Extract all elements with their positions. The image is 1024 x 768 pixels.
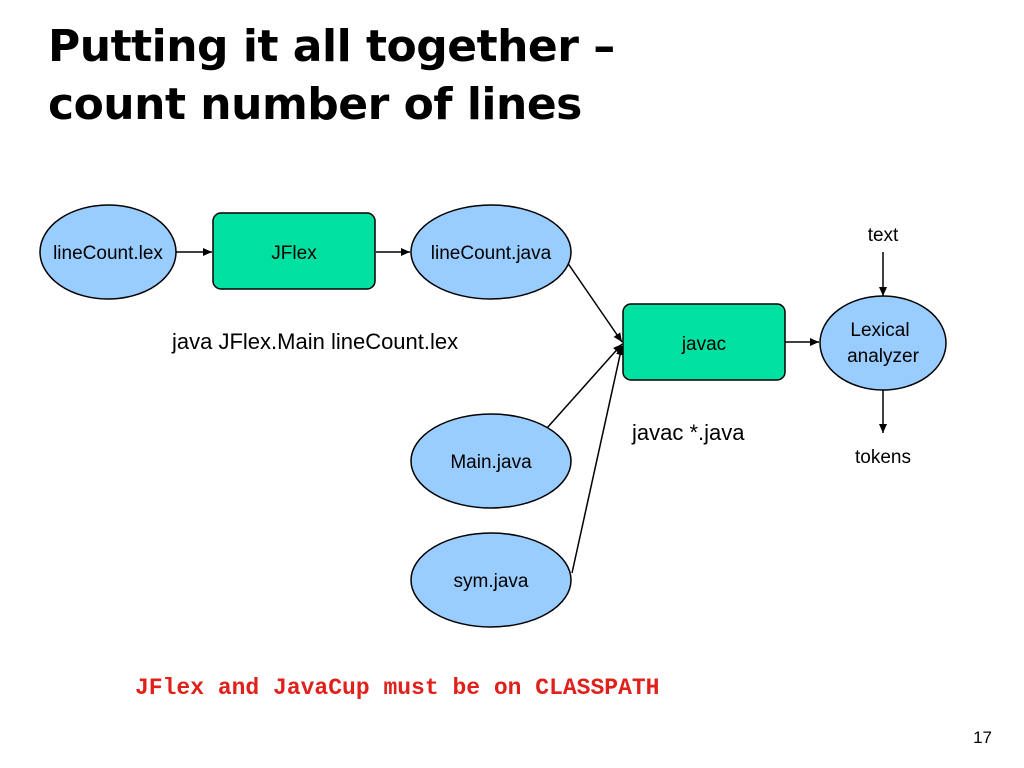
node-lexical-analyzer: Lexical analyzer xyxy=(819,295,947,391)
slide-title-line-1: Putting it all together – xyxy=(48,21,615,72)
node-linecount-lex-label: lineCount.lex xyxy=(53,243,163,264)
input-text-label: text xyxy=(868,225,899,246)
node-jflex-label: JFlex xyxy=(271,243,317,264)
slide-title: Putting it all together – count number o… xyxy=(48,18,615,134)
node-linecount-lex: lineCount.lex xyxy=(39,204,177,300)
node-jflex: JFlex xyxy=(212,212,376,290)
node-main-java-label: Main.java xyxy=(450,452,532,473)
node-sym-java-label: sym.java xyxy=(454,571,529,592)
diagram-edges xyxy=(176,248,887,574)
edge-linecount-java-to-javac xyxy=(566,261,623,343)
slide-title-line-2: count number of lines xyxy=(48,79,582,130)
edge-sym-java-to-javac xyxy=(571,345,624,574)
node-lexical-analyzer-line-1: Lexical xyxy=(850,320,909,341)
node-javac: javac xyxy=(622,303,786,381)
node-lexical-analyzer-line-2: analyzer xyxy=(847,346,919,367)
jflex-command: java JFlex.Main lineCount.lex xyxy=(172,329,459,354)
page-number: 17 xyxy=(973,728,992,747)
edge-main-java-to-javac xyxy=(546,343,623,429)
output-tokens-label: tokens xyxy=(855,447,911,468)
node-linecount-java-label: lineCount.java xyxy=(431,243,552,264)
node-main-java: Main.java xyxy=(410,413,572,509)
node-linecount-java: lineCount.java xyxy=(410,204,572,300)
classpath-note: JFlex and JavaCup must be on CLASSPATH xyxy=(135,675,660,701)
javac-command: javac *.java xyxy=(632,420,745,445)
node-javac-label: javac xyxy=(681,334,726,355)
node-sym-java: sym.java xyxy=(410,532,572,628)
